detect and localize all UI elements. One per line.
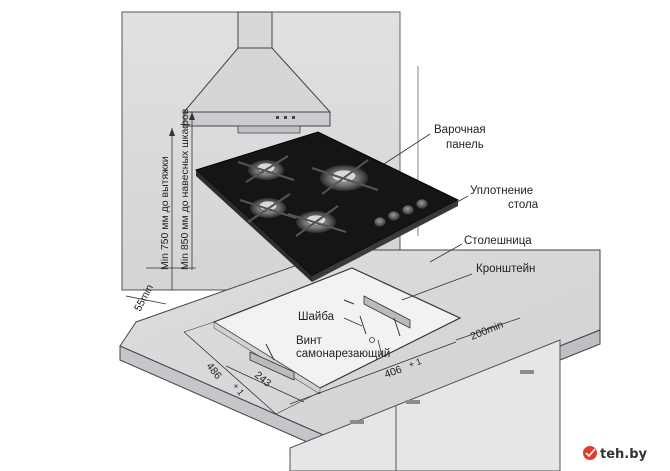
burner-front-left bbox=[239, 193, 297, 223]
height-dimension-lines bbox=[125, 112, 196, 305]
watermark: teh.by bbox=[578, 440, 664, 466]
countertop-label: Столешница bbox=[464, 235, 532, 247]
burner-back-left bbox=[237, 155, 295, 183]
lower-cabinet bbox=[289, 339, 561, 471]
washer-label: Шайба bbox=[298, 311, 335, 323]
burner-back-right bbox=[311, 159, 379, 195]
watermark-text: teh.by bbox=[600, 447, 648, 462]
width-406-label: 406 bbox=[383, 363, 404, 380]
seal-label-2: стола bbox=[508, 199, 539, 211]
cooking-panel-label-2: панель bbox=[446, 139, 484, 151]
bracket-label: Кронштейн bbox=[476, 263, 535, 275]
callout-leaders bbox=[343, 133, 473, 357]
screw-label-2: самонарезающий bbox=[296, 348, 390, 360]
logo-icon bbox=[583, 446, 597, 460]
burner-front-right bbox=[287, 205, 347, 237]
cooking-panel-label-1: Варочная bbox=[434, 124, 486, 136]
bracket-assembly bbox=[249, 295, 411, 381]
control-knobs bbox=[373, 198, 429, 228]
screw-label-1: Винт bbox=[296, 335, 322, 347]
cutout-dimension-lines bbox=[183, 317, 521, 415]
seal-label-1: Уплотнение bbox=[470, 185, 533, 197]
width-406-tolerance: + 1 bbox=[407, 356, 422, 370]
range-hood bbox=[182, 11, 332, 134]
cabinet-clearance-label: Min 850 мм до навесных шкафов bbox=[179, 108, 191, 270]
gas-hob bbox=[195, 131, 460, 282]
hood-clearance-label: Min 750 мм до вытяжки bbox=[159, 156, 171, 270]
